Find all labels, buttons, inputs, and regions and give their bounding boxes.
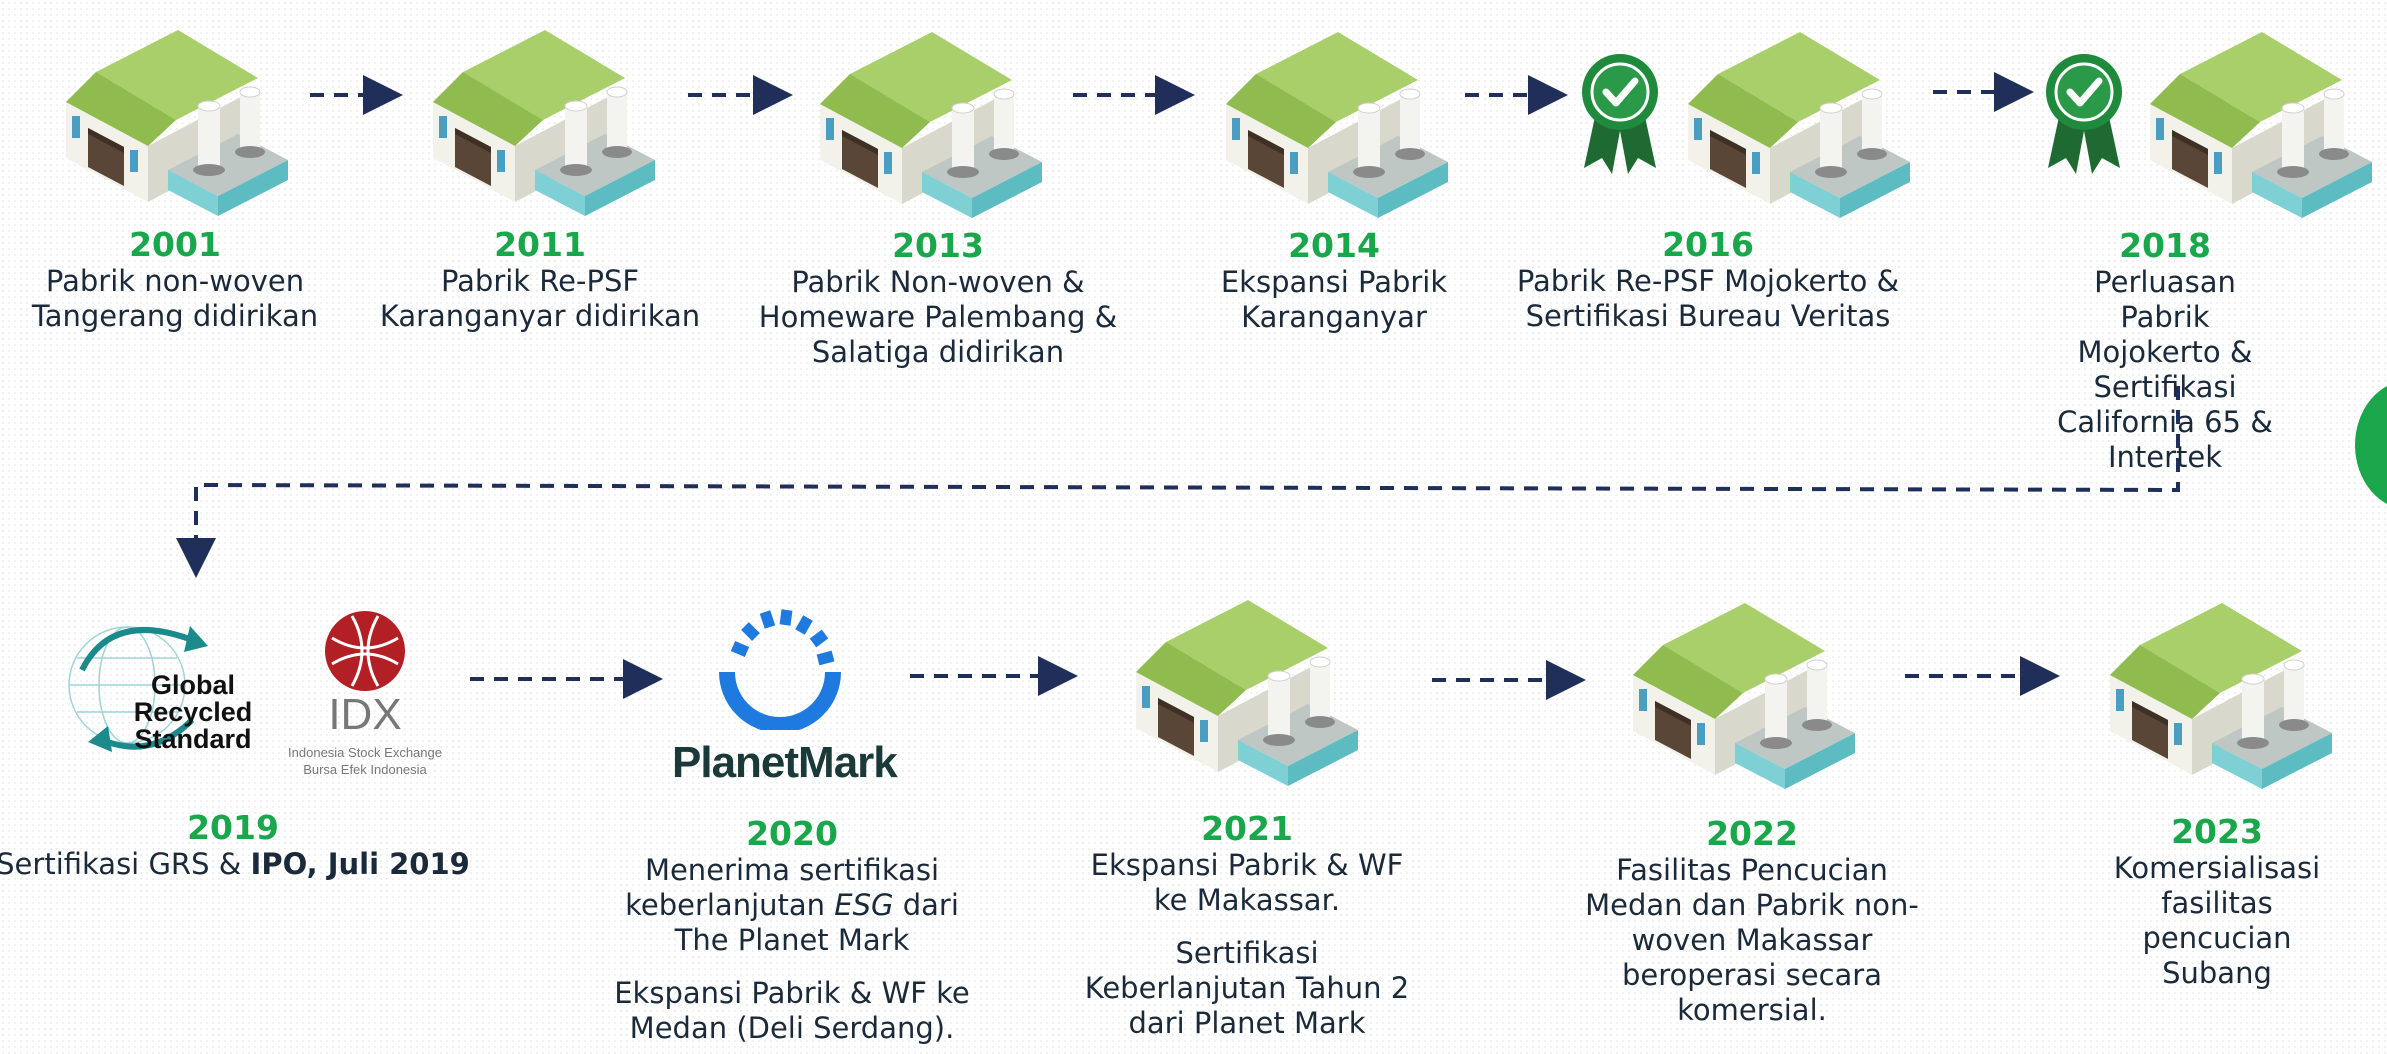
factory-icon	[1225, 31, 1449, 219]
milestone-year: 2020	[746, 814, 838, 853]
milestone-2020: 2020 Menerima sertifikasi keberlanjutan …	[614, 815, 970, 1046]
milestone-desc: Ekspansi Pabrik & WF ke Makassar.	[1090, 848, 1404, 917]
milestone-desc: Pabrik Non-woven & Homeware Palembang & …	[758, 265, 1118, 369]
factory-icon	[1687, 31, 1911, 219]
grs-line2: Standard	[134, 724, 252, 754]
milestone-year: 2023	[2171, 812, 2263, 851]
milestone-year: 2021	[1201, 809, 1293, 848]
grs-logo-text: Global Recycled Standard	[88, 672, 298, 753]
milestone-desc-italic: ESG	[834, 888, 894, 922]
grs-line1: Global Recycled	[133, 670, 253, 727]
milestone-year: 2016	[1662, 225, 1754, 264]
arrow-2018-2019	[176, 386, 2180, 578]
milestone-desc: Komersialisasi fasilitas pencucian Suban…	[2113, 851, 2321, 990]
milestone-desc: Pabrik Re-PSF Karanganyar didirikan	[379, 264, 701, 333]
milestone-desc: Menerima sertifikasi keberlanjutan ESG d…	[614, 853, 970, 958]
factory-icon	[2109, 602, 2333, 790]
milestone-desc: Fasilitas Pencucian Medan dan Pabrik non…	[1585, 853, 1919, 1027]
planetmark-logo	[719, 609, 841, 730]
milestone-2019: 2019 Sertifikasi GRS & IPO, Juli 2019	[0, 809, 470, 882]
certificate-badge-icon	[1582, 50, 1662, 180]
milestone-2023: 2023 Komersialisasi fasilitas pencucian …	[2114, 813, 2320, 991]
milestone-year: 2018	[2119, 226, 2211, 265]
milestone-year: 2014	[1288, 226, 1380, 265]
milestone-year: 2013	[892, 226, 984, 265]
milestone-year: 2019	[187, 808, 279, 847]
milestone-desc-bold: IPO, Juli 2019	[250, 847, 470, 881]
milestone-year: 2001	[129, 225, 221, 264]
milestone-2001: 2001 Pabrik non-woven Tangerang didirika…	[32, 226, 318, 334]
idx-subtext-2: Bursa Efek Indonesia	[303, 762, 427, 777]
milestone-2011: 2011 Pabrik Re-PSF Karanganyar didirikan	[380, 226, 700, 334]
idx-logo	[325, 611, 405, 691]
certificate-badge-icon	[2046, 50, 2126, 180]
milestone-desc: Perluasan Pabrik Mojokerto & Sertifikasi…	[2057, 265, 2273, 474]
milestone-desc: Pabrik Re-PSF Mojokerto & Sertifikasi Bu…	[1516, 264, 1900, 333]
factory-icon	[65, 29, 289, 217]
milestone-year: 2022	[1706, 814, 1798, 853]
idx-subtext-1: Indonesia Stock Exchange	[288, 745, 442, 760]
milestone-desc-post: dari The Planet Mark	[674, 888, 959, 957]
milestone-desc-text: Sertifikasi GRS &	[0, 847, 251, 881]
milestone-2016: 2016 Pabrik Re-PSF Mojokerto & Sertifika…	[1517, 226, 1899, 334]
milestone-2014: 2014 Ekspansi Pabrik Karanganyar	[1221, 227, 1447, 335]
milestone-desc: Sertifikasi GRS & IPO, Juli 2019	[0, 847, 470, 882]
factory-icon	[1135, 599, 1359, 787]
factory-icon	[819, 31, 1043, 219]
milestone-2022: 2022 Fasilitas Pencucian Medan dan Pabri…	[1585, 815, 1919, 1028]
milestone-desc: Pabrik non-woven Tangerang didirikan	[31, 264, 319, 333]
milestone-desc: Ekspansi Pabrik Karanganyar	[1220, 265, 1448, 334]
milestone-year: 2011	[494, 225, 586, 264]
factory-icon	[432, 29, 656, 217]
planetmark-text: PlanetMark	[672, 738, 898, 787]
milestone-2021: 2021 Ekspansi Pabrik & WF ke Makassar. S…	[1085, 810, 1409, 1041]
factory-icon	[1632, 602, 1856, 790]
factory-icon	[2149, 31, 2373, 219]
milestone-2013: 2013 Pabrik Non-woven & Homeware Palemba…	[759, 227, 1117, 370]
idx-logo-text: IDX	[328, 690, 402, 739]
milestone-desc-secondary: Sertifikasi Keberlanjutan Tahun 2 dari P…	[1084, 936, 1410, 1040]
milestone-desc-secondary: Ekspansi Pabrik & WF ke Medan (Deli Serd…	[614, 976, 970, 1045]
milestone-desc-pre: Menerima sertifikasi keberlanjutan	[625, 853, 940, 922]
grs-logo	[68, 626, 208, 752]
milestone-2018: 2018 Perluasan Pabrik Mojokerto & Sertif…	[2054, 227, 2276, 475]
